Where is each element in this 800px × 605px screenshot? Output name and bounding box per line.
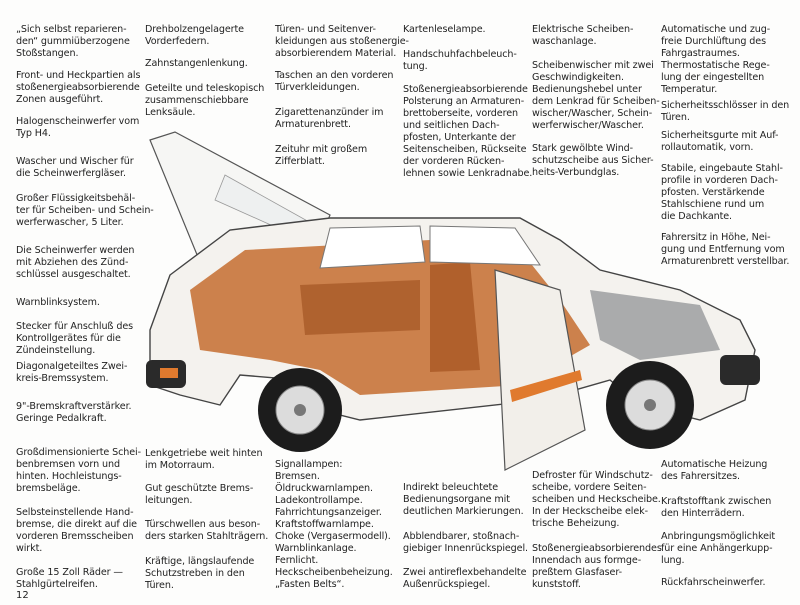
feature-text: Halogenscheinwerfer vom Typ H4.	[16, 116, 140, 139]
feature-text: Drehbolzengelagerte Vorderfedern.	[145, 24, 244, 47]
signal-lamps-list: Signallampen: Bremsen. Öldruckwarnlampen…	[275, 459, 393, 590]
feature-text: Rückfahrscheinwerfer.	[661, 577, 766, 588]
feature-text: Stecker für Anschluß des Kontrollgerätes…	[16, 321, 134, 356]
feature-text: Stoßenergieabsorbierendes Innendach aus …	[532, 543, 662, 590]
feature-text: Warnblinksystem.	[16, 297, 100, 308]
engine	[590, 290, 720, 360]
feature-text: Elektrische Scheiben- waschanlage.	[532, 24, 634, 47]
feature-text: Stark gewölbte Wind- schutzscheibe aus S…	[532, 143, 654, 178]
feature-text: Gut geschützte Brems- leitungen.	[145, 483, 254, 506]
feature-text: Front- und Heckpartien als stoßenergieab…	[16, 70, 141, 105]
feature-text: Kraftstofftank zwischen den Hinterrädern…	[661, 496, 772, 519]
feature-text: Kräftige, längslaufende Schutzstreben in…	[145, 556, 255, 591]
feature-text: Die Scheinwerfer werden mit Abziehen des…	[16, 245, 135, 280]
feature-text: Kartenleselampe.	[403, 24, 486, 35]
front-wheel	[606, 361, 694, 449]
open-door	[494, 269, 586, 471]
feature-text: Zwei antireflexbehandelte Außenrückspieg…	[403, 567, 527, 590]
feature-text: Stoßenergieabsorbierende Polsterung an A…	[403, 84, 533, 179]
feature-text: Geteilte und teleskopisch zusammenschieb…	[145, 83, 265, 118]
page-number: 12	[16, 590, 29, 601]
feature-text: Diagonalgeteiltes Zwei- kreis-Bremssyste…	[16, 361, 128, 384]
feature-text: „Sich selbst reparieren- den“ gummiüberz…	[16, 24, 130, 59]
feature-text: Sicherheitsgurte mit Auf- rollautomatik,…	[661, 130, 779, 153]
front-bumper	[720, 355, 760, 385]
rear-wheel	[258, 368, 342, 452]
feature-text: Zigarettenanzünder im Armaturenbrett.	[275, 107, 384, 130]
feature-text: Türschwellen aus beson- ders starken Sta…	[145, 519, 269, 542]
feature-text: Automatische und zug- freie Durchlüftung…	[661, 24, 771, 95]
feature-text: Sicherheitsschlösser in den Türen.	[661, 100, 790, 123]
feature-text: Indirekt beleuchtete Bedienungsorgane mi…	[403, 482, 524, 517]
feature-text: Defroster für Windschutz- scheibe, vorde…	[532, 470, 661, 529]
feature-text: Fahrersitz in Höhe, Nei- gung und Entfer…	[661, 232, 790, 267]
feature-text: Großer Flüssigkeitsbehäl- ter für Scheib…	[16, 193, 154, 228]
feature-text: Wascher und Wischer für die Scheinwerfer…	[16, 156, 134, 179]
feature-text: 9"-Bremskraftverstärker. Geringe Pedalkr…	[16, 401, 132, 424]
feature-text: Große 15 Zoll Räder — Stahlgürtelreifen.	[16, 567, 123, 590]
feature-text: Scheibenwischer mit zwei Geschwindigkeit…	[532, 60, 660, 131]
feature-text: Abblendbarer, stoßnach- giebiger Innenrü…	[403, 531, 528, 554]
feature-text: Großdimensionierte Schei- benbremsen vor…	[16, 447, 141, 494]
feature-text: Anbringungsmöglichkeit für eine Anhänger…	[661, 531, 776, 566]
feature-text: Automatische Heizung des Fahrersitzes.	[661, 459, 768, 482]
feature-text: Selbsteinstellende Hand- bremse, die dir…	[16, 507, 137, 554]
feature-text: Lenkgetriebe weit hinten im Motorraum.	[145, 448, 263, 471]
feature-text: Türen- und Seitenver- kleidungen aus sto…	[275, 24, 409, 59]
feature-text: Zeituhr mit großem Zifferblatt.	[275, 144, 368, 167]
feature-text: Stabile, eingebaute Stahl- profile in vo…	[661, 163, 783, 222]
feature-text: Zahnstangenlenkung.	[145, 58, 248, 69]
feature-text: Handschuhfachbeleuch- tung.	[403, 49, 517, 72]
feature-text: Taschen an den vorderen Türverkleidungen…	[275, 70, 394, 93]
